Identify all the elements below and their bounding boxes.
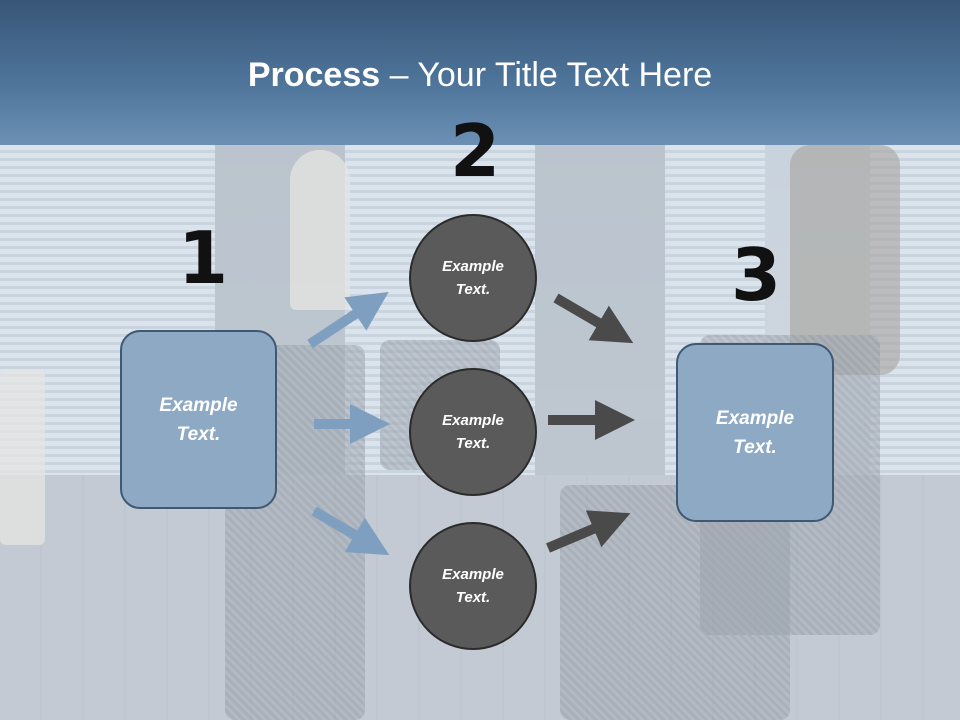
pedestal [0,370,45,545]
node-top-label: Example Text. [442,258,504,298]
slide-title: Process – Your Title Text Here [0,56,960,95]
step-1-box: Example Text. [120,330,277,509]
header-band: Process – Your Title Text Here [0,0,960,145]
step-1-label: Example Text. [159,394,238,445]
arrow-from-top-node [553,293,634,344]
step-3-box: Example Text. [676,343,834,522]
node-middle-label: Example Text. [442,412,504,452]
title-rest: – Your Title Text Here [380,56,713,94]
step-number-1: 1 [178,216,229,300]
node-bottom-label: Example Text. [442,566,504,606]
step-number-3: 3 [731,233,782,317]
step-2-node-bottom: Example Text. [409,522,537,650]
step-3-label: Example Text. [715,407,795,458]
step-2-node-middle: Example Text. [409,368,537,496]
statue [290,150,350,310]
step-number-2: 2 [450,109,501,193]
arrow-from-bottom-node [546,510,631,553]
step-2-node-top: Example Text. [409,214,537,342]
arrow-to-top-node [307,291,389,349]
arrow-to-bottom-node [311,506,390,556]
title-bold: Process [247,56,381,94]
